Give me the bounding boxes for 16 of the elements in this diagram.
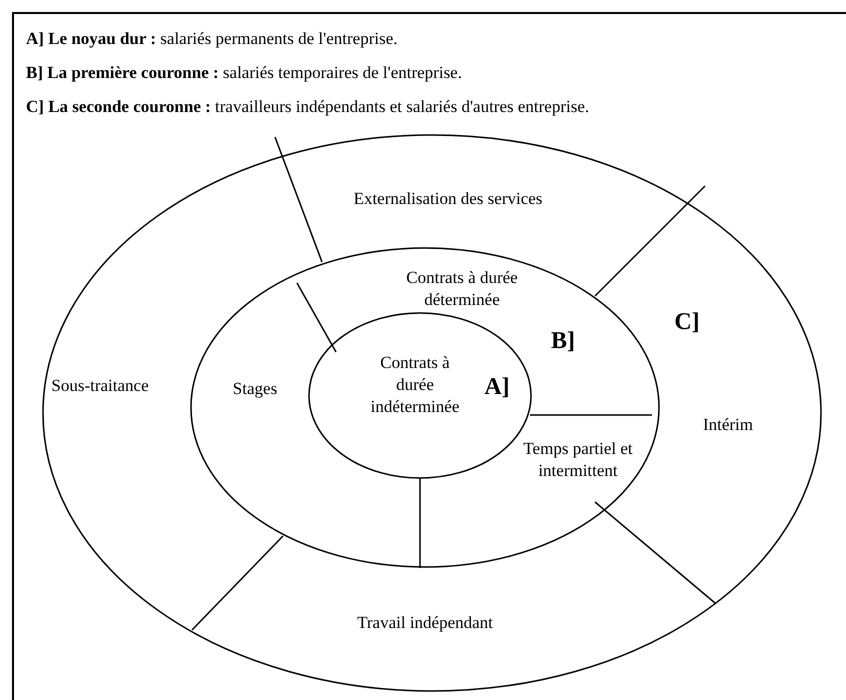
zone-letter: C] bbox=[673, 308, 701, 338]
zone-text: Contrats à durée déterminée bbox=[405, 266, 519, 311]
zone-letter: B] bbox=[550, 327, 576, 356]
definition-text: A] Le noyau dur : salariés permanents de l'entreprise. bbox=[26, 28, 398, 50]
zone-text: Intérim bbox=[702, 414, 754, 436]
zone-text: Sous-traitance bbox=[50, 374, 150, 397]
ring-ellipse bbox=[42, 134, 822, 692]
definition-text: B] La première couronne : salariés temporaires de l'entreprise. bbox=[26, 62, 463, 84]
ring-ellipse bbox=[190, 247, 660, 568]
zone-text: Externalisation des services bbox=[352, 188, 544, 210]
zone-text: Temps partiel et intermittent bbox=[522, 438, 634, 482]
zone-letter: A] bbox=[483, 373, 511, 402]
zone-text: Travail indépendant bbox=[356, 612, 494, 634]
definition-text: C] La seconde couronne : travailleurs indépendants et salariés d'autres entreprise. bbox=[26, 96, 590, 118]
zone-text: Contrats à durée indéterminée bbox=[370, 352, 460, 418]
zone-text: Stages bbox=[232, 378, 278, 400]
